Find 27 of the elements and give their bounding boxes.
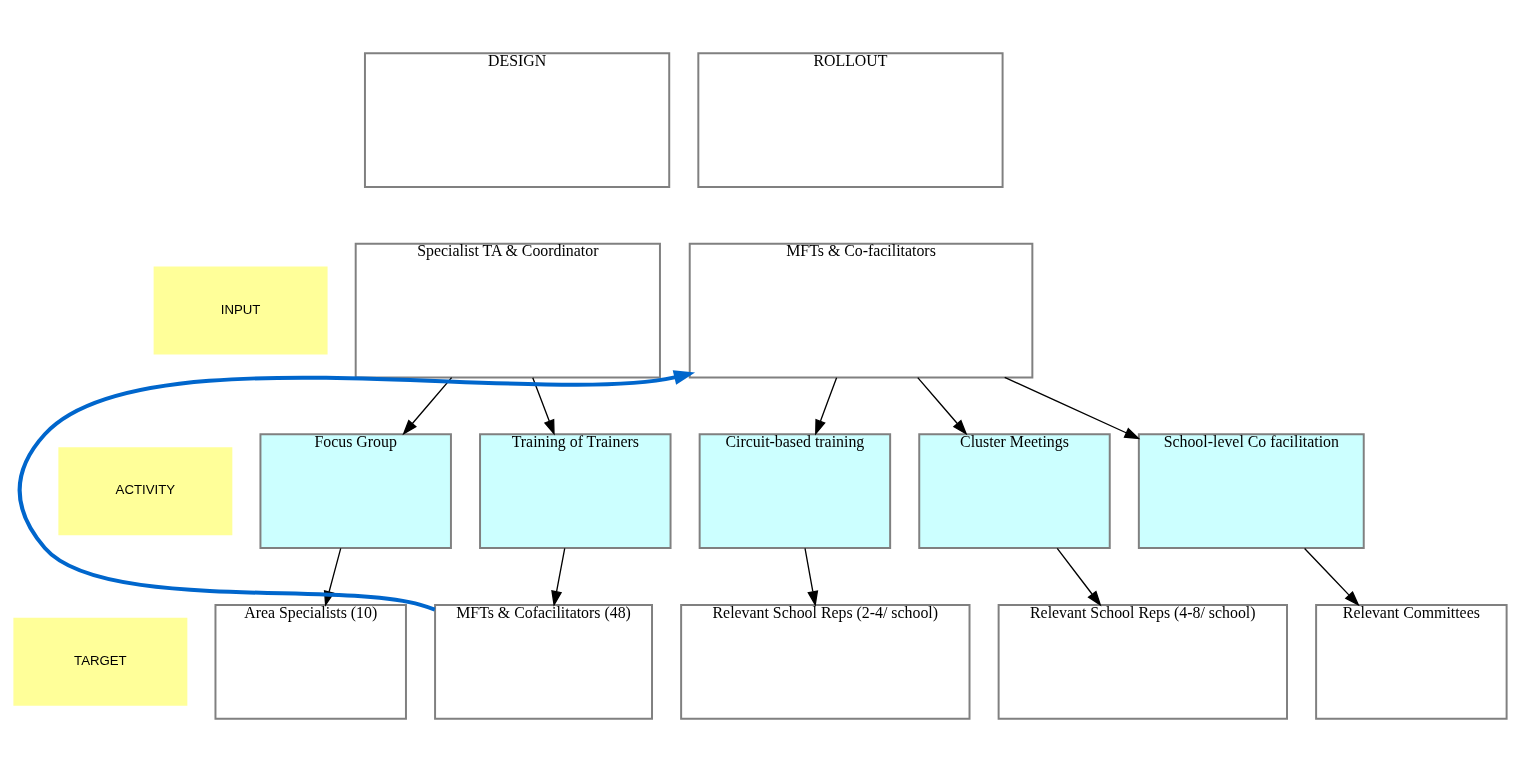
node-box: MFTs & Cofacilitators (48) xyxy=(434,603,653,720)
node-box: Circuit-based training xyxy=(698,433,892,550)
node-box: INPUT xyxy=(153,266,328,355)
arrow xyxy=(917,377,968,436)
node-box: Relevant School Reps (2-4/ school) xyxy=(680,603,971,720)
arrow xyxy=(1004,376,1141,440)
node-box: Training of Trainers xyxy=(479,433,672,550)
arrow xyxy=(402,377,453,436)
arrow xyxy=(551,547,566,607)
node-box: Relevant Committees xyxy=(1315,603,1508,720)
arrow xyxy=(815,377,838,436)
arrow xyxy=(1056,547,1102,607)
node-box: Relevant School Reps (4-8/ school) xyxy=(997,603,1288,720)
node-box: Area Specialists (10) xyxy=(214,603,407,720)
arrow xyxy=(1303,547,1360,607)
arrow xyxy=(532,377,555,436)
node-box: DESIGN xyxy=(363,52,671,188)
node-box: ROLLOUT xyxy=(697,52,1004,188)
node-box: MFTs & Co-facilitators xyxy=(688,242,1034,379)
node-box: TARGET xyxy=(13,617,188,706)
arrow xyxy=(17,370,696,612)
node-box: School-level Co facilitation xyxy=(1137,433,1365,550)
node-box: ACTIVITY xyxy=(58,447,233,536)
node-box: Cluster Meetings xyxy=(918,433,1111,550)
node-box: Specialist TA & Coordinator xyxy=(354,242,661,379)
arrow xyxy=(804,547,819,607)
node-box: Focus Group xyxy=(259,433,452,550)
